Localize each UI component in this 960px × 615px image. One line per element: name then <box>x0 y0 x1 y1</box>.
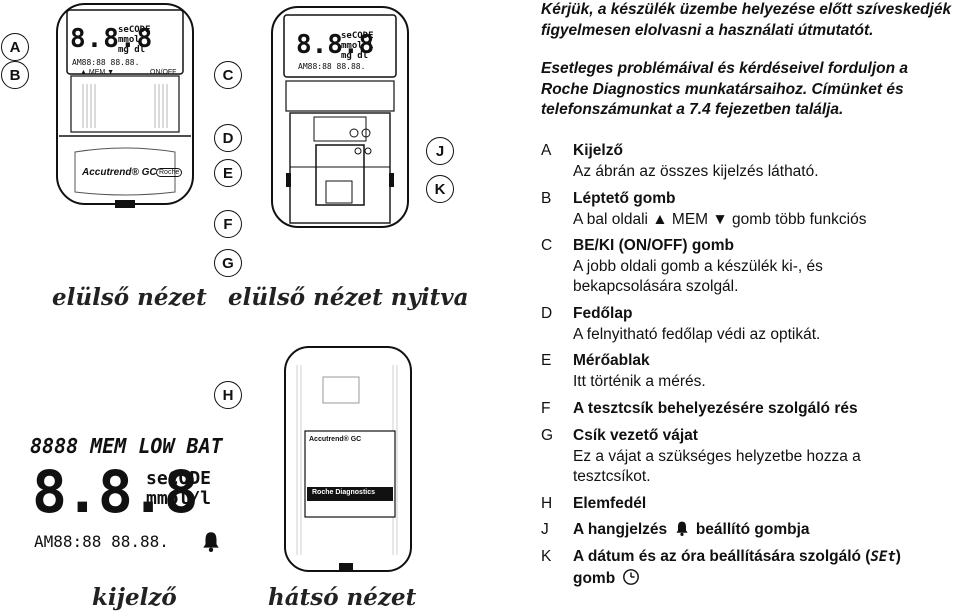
caption-display: kijelző <box>92 584 177 611</box>
legend-item-F: F A tesztcsík behelyezésére szolgáló rés <box>541 399 956 420</box>
legend-title: Elemfedél <box>573 495 647 512</box>
display-unit: mmol/l <box>146 488 212 509</box>
front-lcd-code: seCODE <box>118 25 151 35</box>
legend-title: Kijelző <box>573 142 623 159</box>
label-circle-H: H <box>214 381 242 409</box>
open-lcd-digits: 8.8.8 <box>296 30 375 60</box>
legend-letter: A <box>541 142 552 159</box>
set-glyph: SEt <box>870 549 896 565</box>
legend-title-part-b: beállító gombja <box>695 521 810 538</box>
legend-title: A tesztcsík behelyezésére szolgáló rés <box>573 400 858 417</box>
legend-item-E: E Mérőablak Itt történik a mérés. <box>541 351 956 392</box>
onoff-button-label[interactable]: ON/OFF <box>150 69 177 76</box>
brand-logo: Accutrend® GC <box>82 167 157 178</box>
intro-paragraph-2: Esetleges problémáival és kérdéseivel fo… <box>541 60 908 118</box>
legend-letter: C <box>541 237 553 254</box>
caption-front-open: elülső nézet nyitva <box>228 284 469 311</box>
legend-desc: Itt történik a mérés. <box>573 372 706 390</box>
open-lcd-time: AM88:88 88.88. <box>298 62 366 71</box>
front-lcd-unit2: mg dl <box>118 45 146 55</box>
front-lcd-digits: 8.8.8 <box>70 24 154 54</box>
legend-desc: A jobb oldali gomb a készülék ki-, és be… <box>573 257 823 296</box>
legend-desc: A felnyitható fedőlap védi az optikát. <box>573 325 821 343</box>
back-label-roche: Roche Diagnostics <box>312 489 376 496</box>
front-lcd-unit1: mmol l <box>118 35 151 45</box>
legend-title: Mérőablak <box>573 352 650 369</box>
display-top-row: 8888 MEM LOW BAT <box>30 434 223 458</box>
label-circle-F: F <box>214 210 242 238</box>
display-time: AM88:88 88.88. <box>34 532 169 551</box>
display-digits: 8.8.8 <box>32 458 199 526</box>
label-circle-C: C <box>214 61 242 89</box>
bell-icon <box>203 532 219 552</box>
display-code: seCODE <box>146 468 212 489</box>
legend-letter: F <box>541 400 551 417</box>
legend-item-B: B Léptető gomb A bal oldali ▲ MEM ▼ gomb… <box>541 189 956 230</box>
roche-logo: Roche <box>156 168 183 177</box>
label-circle-K: K <box>426 175 454 203</box>
caption-front: elülső nézet <box>52 284 207 311</box>
label-circle-B: B <box>1 61 29 89</box>
intro-paragraph-1: Kérjük, a készülék üzembe helyezése előt… <box>541 1 952 39</box>
legend-letter: B <box>541 190 552 207</box>
legend-item-A: A Kijelző Az ábrán az összes kijelzés lá… <box>541 141 956 182</box>
legend-title-part-a: A dátum és az óra beállítására szolgáló … <box>573 548 871 565</box>
display-detail: 8888 MEM LOW BAT 8.8.8 seCODE mmol/l AM8… <box>28 430 238 565</box>
legend-item-H: H Elemfedél <box>541 494 956 515</box>
label-circle-J: J <box>426 137 454 165</box>
legend-title: BE/KI (ON/OFF) gomb <box>573 237 735 254</box>
legend-item-J: J A hangjelzés beállító gombja <box>541 520 956 541</box>
legend-item-D: D Fedőlap A felnyitható fedőlap védi az … <box>541 304 956 345</box>
legend-letter: D <box>541 305 553 322</box>
legend-item-G: G Csík vezető vájat Ez a vájat a szükség… <box>541 426 956 488</box>
device-front-drawing <box>56 3 194 208</box>
label-circle-D: D <box>214 124 242 152</box>
back-label-brand: Accutrend® GC <box>309 436 362 443</box>
legend-letter: E <box>541 352 552 369</box>
open-lcd-unit1: mmol l <box>341 41 374 51</box>
legend-title: Fedőlap <box>573 305 633 322</box>
legend-letter: J <box>541 521 549 538</box>
legend-title: Léptető gomb <box>573 190 676 207</box>
legend-letter: K <box>541 548 552 565</box>
legend-item-C: C BE/KI (ON/OFF) gomb A jobb oldali gomb… <box>541 236 956 298</box>
legend-desc: Ez a vájat a szükséges helyzetbe hozza a… <box>573 447 861 486</box>
legend-title-part-a: A hangjelzés <box>573 521 668 538</box>
mem-button-label[interactable]: ▲ MEM ▼ <box>80 69 115 76</box>
legend-desc: Az ábrán az összes kijelzés látható. <box>573 162 819 180</box>
legend-letter: H <box>541 495 553 512</box>
open-lcd-code: seCODE <box>341 31 374 41</box>
clock-icon <box>622 568 639 585</box>
legend-desc: A bal oldali ▲ MEM ▼ gomb több funkciós <box>573 210 867 228</box>
label-circle-E: E <box>214 159 242 187</box>
front-lcd-time: AM88:88 88.88. <box>72 58 140 67</box>
legend-title: A dátum és az óra beállítására szolgáló … <box>573 547 956 589</box>
legend-item-K: K A dátum és az óra beállítására szolgál… <box>541 547 956 589</box>
label-circle-G: G <box>214 249 242 277</box>
legend-title-part-b: ) <box>895 548 901 565</box>
bell-icon <box>675 521 688 536</box>
device-open-drawing <box>271 6 409 228</box>
label-circle-A: A <box>1 33 29 61</box>
device-back-drawing <box>284 346 412 572</box>
open-lcd-unit2: mg dl <box>341 51 369 61</box>
legend-title-part-c: gomb <box>573 569 616 587</box>
legend-title: A hangjelzés beállító gombja <box>573 520 956 541</box>
legend-letter: G <box>541 427 554 444</box>
caption-back: hátsó nézet <box>268 584 417 611</box>
legend-title: Csík vezető vájat <box>573 427 698 444</box>
